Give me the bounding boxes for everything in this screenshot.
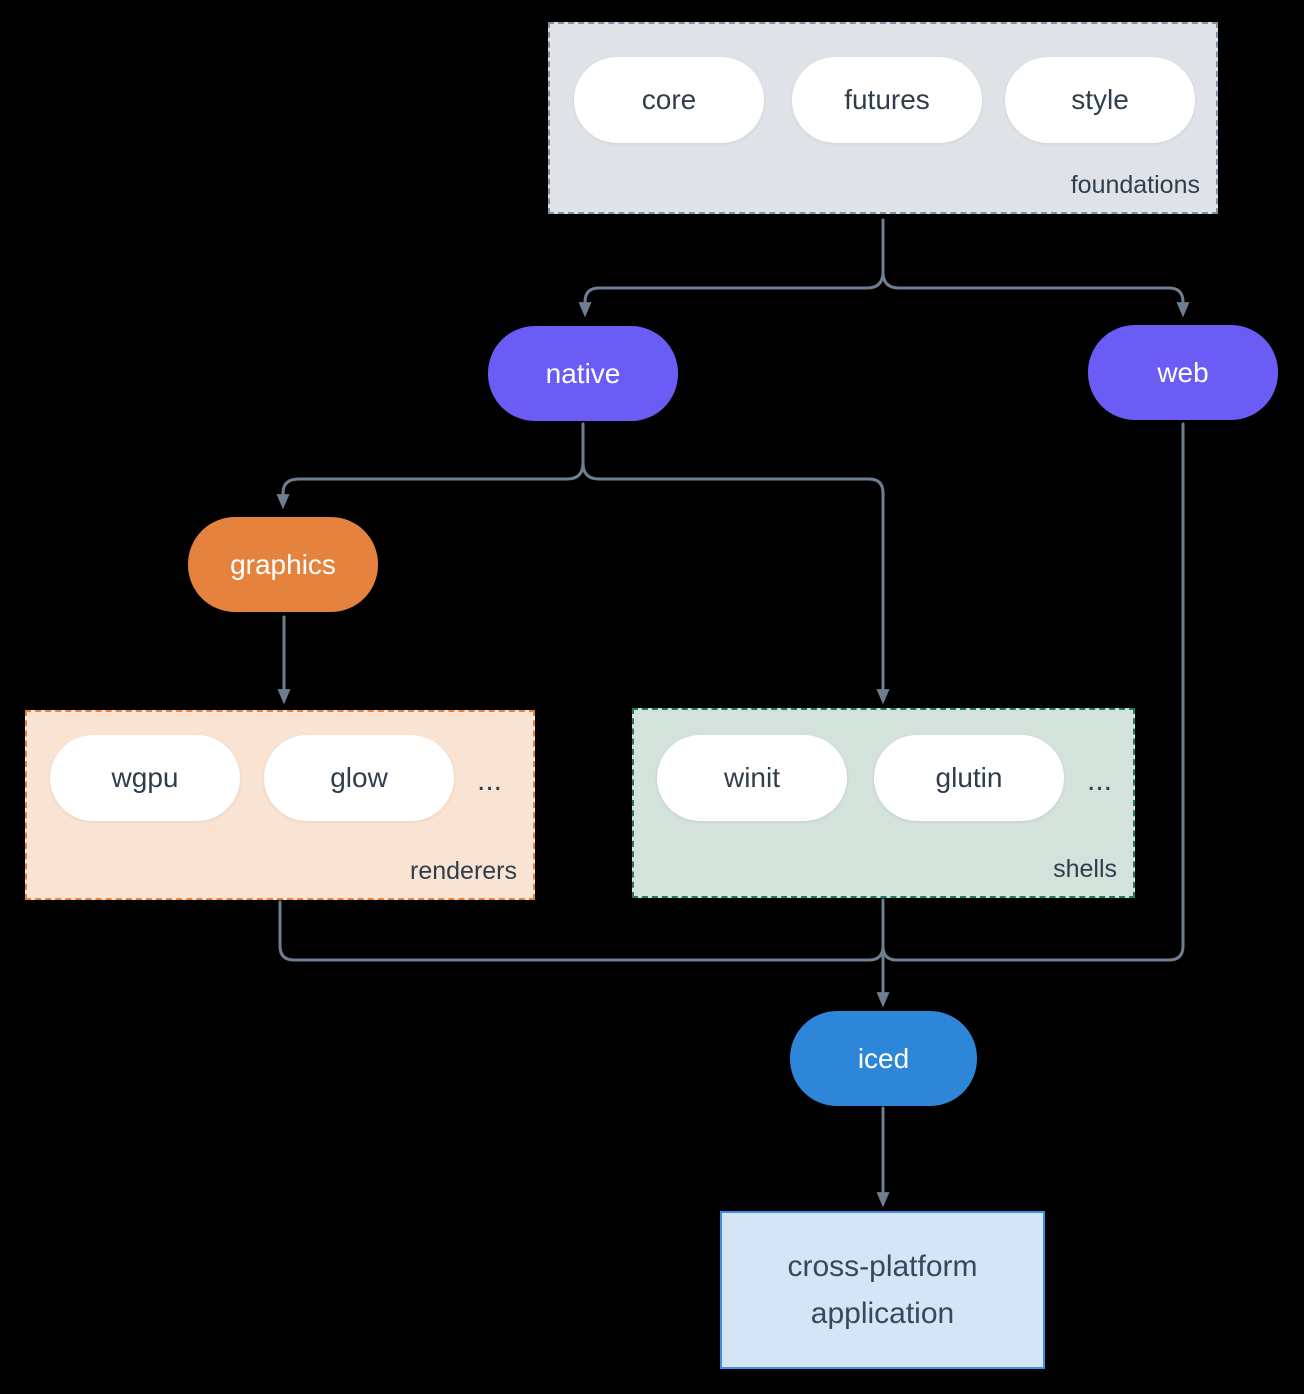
pill-style: style <box>1005 57 1195 143</box>
pill-futures: futures <box>792 57 982 143</box>
application-label-line2: application <box>810 1297 955 1330</box>
ellipsis-shells: ... <box>1087 764 1113 797</box>
group-label-shells: shells <box>1053 855 1117 883</box>
node-iced: iced <box>790 1011 977 1106</box>
pill-glow: glow <box>264 735 454 821</box>
pill-winit: winit <box>657 735 847 821</box>
node-native: native <box>488 326 678 421</box>
node-graphics: graphics <box>188 517 378 612</box>
connector-renderers-to-merge <box>278 900 885 962</box>
connector-native-to-graphics <box>276 461 585 510</box>
connector-foundations-to-native <box>578 270 885 318</box>
group-shells: winit glutin ... shells <box>632 708 1135 898</box>
node-web: web <box>1088 325 1278 420</box>
group-renderers: wgpu glow ... renderers <box>25 710 535 900</box>
connector-web-to-merge <box>881 422 1185 962</box>
pill-wgpu: wgpu <box>50 735 240 821</box>
group-label-renderers: renderers <box>410 857 517 885</box>
group-foundations: core futures style foundations <box>548 22 1218 214</box>
group-label-foundations: foundations <box>1070 171 1200 199</box>
pill-core: core <box>574 57 764 143</box>
connector-native-to-shells <box>581 461 890 705</box>
connector-foundations-to-web <box>881 270 1190 318</box>
application-label-line1: cross-platform <box>787 1250 978 1283</box>
pill-glutin: glutin <box>874 735 1064 821</box>
node-cross-platform-application: cross-platform application <box>720 1211 1045 1369</box>
ellipsis-renderers: ... <box>477 764 503 797</box>
